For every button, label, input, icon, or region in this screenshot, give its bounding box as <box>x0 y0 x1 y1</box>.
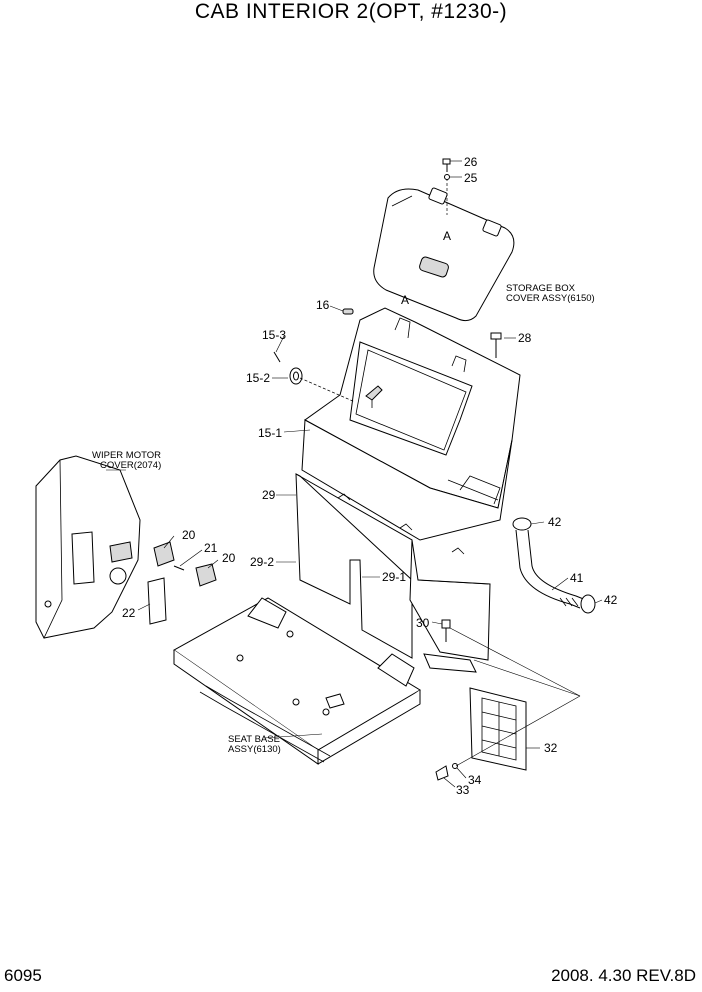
switch-panel-22 <box>147 577 167 625</box>
label-42-top: 42 <box>548 515 562 529</box>
pin-15-3 <box>273 351 281 363</box>
label-seat-base-2: ASSY(6130) <box>228 744 281 755</box>
label-42-bottom: 42 <box>604 593 618 607</box>
label-wiper-1: WIPER MOTOR <box>92 450 161 461</box>
washer-34 <box>452 763 458 769</box>
label-28: 28 <box>518 331 532 345</box>
label-16: 16 <box>316 298 330 312</box>
label-29-2: 29-2 <box>250 555 274 569</box>
page-number: 6095 <box>4 966 42 985</box>
duct-cap-42-top <box>512 517 532 531</box>
seat-base <box>173 597 421 765</box>
page-title: CAB INTERIOR 2(OPT, #1230-) <box>194 0 508 23</box>
label-storage-box-1: STORAGE BOX <box>506 283 576 294</box>
duct-hose-41 <box>515 529 587 609</box>
label-26: 26 <box>464 155 478 169</box>
label-20-upper: 20 <box>182 528 196 542</box>
label-25: 25 <box>464 171 478 185</box>
label-32: 32 <box>544 741 558 755</box>
duct-cap-42-bottom <box>580 594 596 614</box>
screw-33 <box>435 765 449 781</box>
label-15-3: 15-3 <box>262 328 286 342</box>
switch-20-lower <box>195 563 217 587</box>
washer-25 <box>444 174 450 180</box>
wiper-motor-cover <box>35 455 141 639</box>
storage-box-cover <box>373 178 515 322</box>
revision-date: 2008. 4.30 REV.8D <box>551 966 696 985</box>
label-wiper-2: COVER(2074) <box>100 460 161 471</box>
label-20-lower: 20 <box>222 551 236 565</box>
label-seat-base-1: SEAT BASE <box>228 734 280 745</box>
switch-20-upper <box>153 541 175 567</box>
label-30: 30 <box>416 616 430 630</box>
label-a-mid: A <box>401 293 409 307</box>
bolt-28 <box>490 332 502 358</box>
label-storage-box-2: COVER ASSY(6150) <box>506 293 595 304</box>
label-15-1: 15-1 <box>258 426 282 440</box>
label-a-top: A <box>443 229 451 243</box>
label-22: 22 <box>122 606 136 620</box>
screw-21 <box>173 565 185 571</box>
clip-16 <box>342 308 354 315</box>
label-15-2: 15-2 <box>246 371 270 385</box>
label-21: 21 <box>204 541 218 555</box>
panel-29 <box>295 473 491 673</box>
leader-lines <box>106 160 603 788</box>
label-34: 34 <box>468 773 482 787</box>
label-33: 33 <box>456 783 470 797</box>
grommet-15-2 <box>289 367 303 385</box>
label-41: 41 <box>570 571 584 585</box>
vent-grille-32 <box>469 687 527 771</box>
screw-26 <box>442 158 451 172</box>
label-29: 29 <box>262 488 276 502</box>
storage-box-body <box>301 307 521 541</box>
label-29-1: 29-1 <box>382 570 406 584</box>
